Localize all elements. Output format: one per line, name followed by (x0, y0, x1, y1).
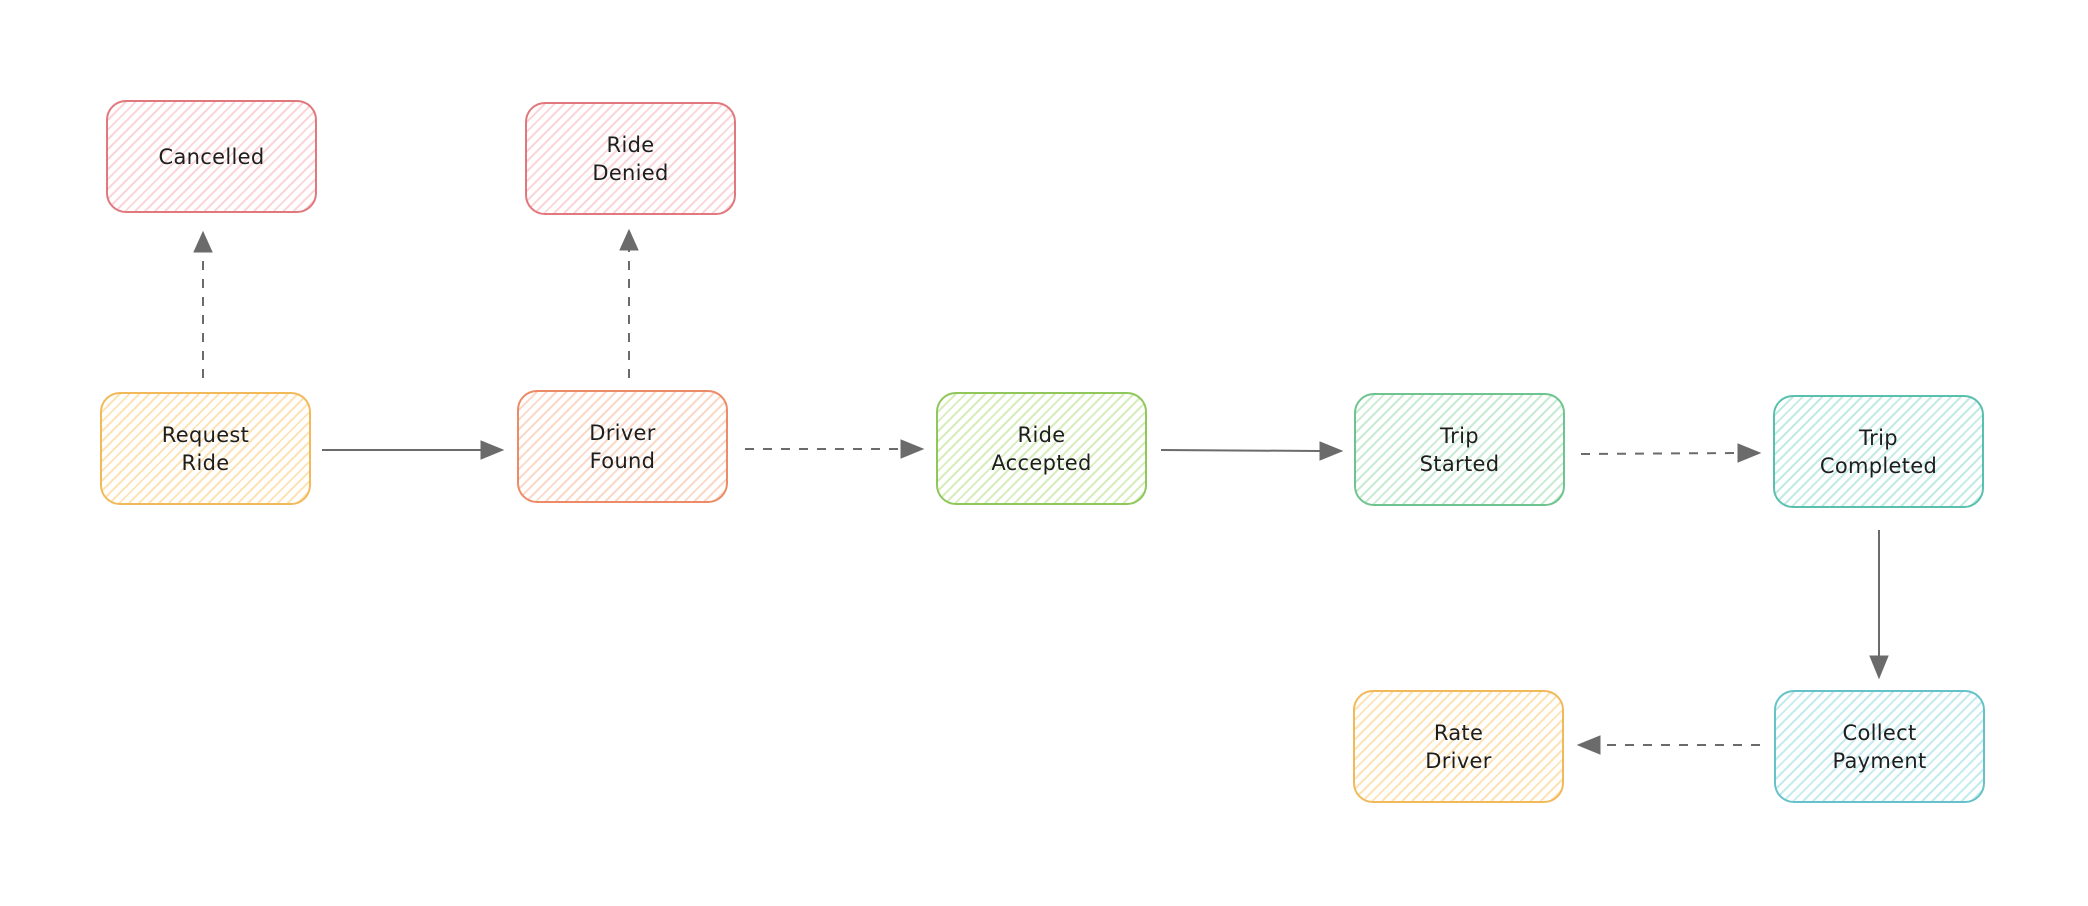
edge-trip-started-to-trip-completed (1580, 443, 1762, 463)
node-label: Trip Completed (1819, 425, 1938, 478)
edge-ride-accepted-to-trip-started (1160, 441, 1344, 461)
arrowhead-icon (900, 439, 925, 459)
node-label: Rate Driver (1425, 720, 1492, 773)
node-label: Cancelled (158, 144, 265, 169)
arrowhead-icon (480, 440, 505, 460)
node-cancelled[interactable]: Cancelled (106, 100, 317, 213)
edge-driver-found-to-ride-denied (619, 228, 639, 378)
node-ride-accepted[interactable]: Ride Accepted (936, 392, 1147, 505)
edge-trip-completed-to-collect-payment (1869, 530, 1889, 680)
edge-request-ride-to-cancelled (193, 230, 213, 378)
node-label: Request Ride (161, 422, 250, 475)
edge-driver-found-to-ride-accepted (745, 439, 925, 459)
arrowhead-icon (1319, 441, 1344, 461)
arrowhead-icon (619, 228, 639, 251)
edge-request-ride-to-driver-found (322, 440, 505, 460)
edge-collect-payment-to-rate-driver (1576, 735, 1760, 755)
node-collect-payment[interactable]: Collect Payment (1774, 690, 1985, 803)
arrowhead-icon (1576, 735, 1601, 755)
node-label: Ride Accepted (991, 422, 1092, 475)
node-label: Collect Payment (1832, 720, 1927, 773)
node-rate-driver[interactable]: Rate Driver (1353, 690, 1564, 803)
node-trip-completed[interactable]: Trip Completed (1773, 395, 1984, 508)
node-label: Driver Found (589, 420, 656, 473)
node-label: Ride Denied (592, 132, 669, 185)
arrowhead-icon (1869, 655, 1889, 680)
node-ride-denied[interactable]: Ride Denied (525, 102, 736, 215)
arrowhead-icon (1737, 443, 1762, 463)
node-request-ride[interactable]: Request Ride (100, 392, 311, 505)
node-label: Trip Started (1419, 423, 1500, 476)
arrowhead-icon (193, 230, 213, 253)
node-driver-found[interactable]: Driver Found (517, 390, 728, 503)
node-trip-started[interactable]: Trip Started (1354, 393, 1565, 506)
